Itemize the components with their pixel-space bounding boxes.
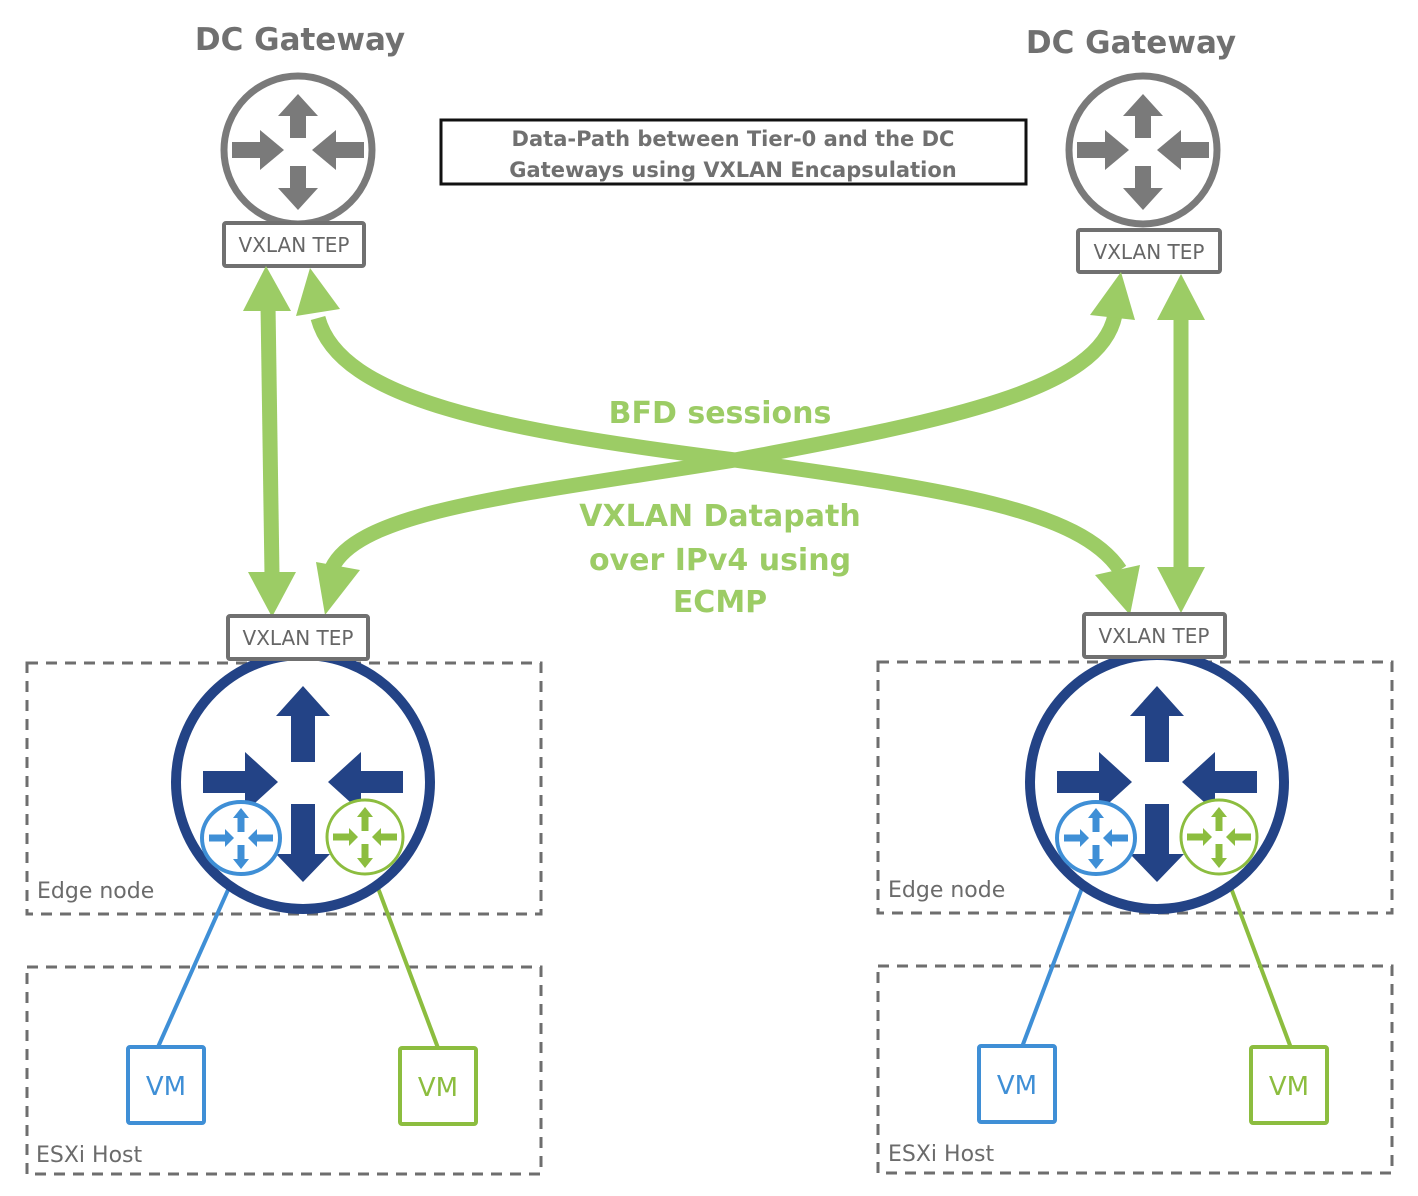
datapath-label-line-3: ECMP — [673, 585, 767, 620]
vm-label: VM — [997, 1071, 1037, 1101]
caption-line-1: Data-Path between Tier-0 and the DC — [512, 127, 955, 151]
tier1-router-green-icon — [325, 798, 405, 876]
vm-right-green: VM — [1249, 1045, 1329, 1125]
esxi-host-label: ESXi Host — [888, 1142, 995, 1167]
gateway-title-right: DC Gateway — [1026, 25, 1236, 61]
link-cross-right-gw-to-left-edge — [316, 272, 1135, 615]
tier1-router-blue-icon — [1055, 800, 1137, 876]
esxi-host-left: ESXi Host — [25, 965, 543, 1176]
vm-right-blue: VM — [977, 1044, 1057, 1124]
gateway-tep-left: VXLAN TEP — [222, 221, 366, 268]
edge-router-right — [1025, 650, 1289, 914]
tep-label: VXLAN TEP — [239, 233, 350, 257]
esxi-host-right: ESXi Host — [876, 964, 1394, 1175]
edge-router-left — [171, 650, 435, 914]
datapath-label-line-2: over IPv4 using — [589, 543, 851, 578]
tep-label: VXLAN TEP — [1094, 240, 1205, 264]
caption-box: Data-Path between Tier-0 and the DC Gate… — [439, 118, 1028, 186]
datapath-label-line-1: VXLAN Datapath — [579, 499, 860, 534]
gateway-title-left: DC Gateway — [195, 22, 405, 58]
vm-link-left-green — [370, 871, 440, 1049]
edge-node-label: Edge node — [37, 879, 154, 904]
router-icon — [1065, 72, 1221, 228]
link-right-vertical — [1157, 274, 1205, 613]
tier1-router-blue-icon — [200, 800, 282, 876]
vm-label: VM — [418, 1073, 458, 1103]
vm-link-left-blue — [156, 871, 238, 1048]
gateway-tep-right: VXLAN TEP — [1076, 228, 1222, 274]
vm-left-green: VM — [398, 1046, 478, 1126]
vm-link-right-blue — [1020, 871, 1090, 1048]
esxi-host-label: ESXi Host — [36, 1143, 143, 1168]
edge-node-label: Edge node — [888, 878, 1005, 903]
tep-label: VXLAN TEP — [1099, 624, 1210, 648]
edge-tep-left: VXLAN TEP — [226, 614, 370, 661]
link-left-vertical — [243, 266, 296, 617]
vm-label: VM — [146, 1072, 186, 1102]
caption-line-2: Gateways using VXLAN Encapsulation — [509, 158, 956, 182]
dc-gateway-router-left — [220, 72, 376, 228]
vm-label: VM — [1269, 1072, 1309, 1102]
bfd-sessions-label: BFD sessions — [609, 396, 832, 431]
vm-left-blue: VM — [126, 1045, 206, 1125]
links — [243, 266, 1205, 617]
edge-tep-right: VXLAN TEP — [1082, 612, 1227, 659]
vm-link-right-green — [1223, 871, 1293, 1049]
dc-gateway-router-right — [1065, 72, 1221, 228]
tier1-router-green-icon — [1179, 798, 1259, 876]
tep-label: VXLAN TEP — [243, 626, 354, 650]
